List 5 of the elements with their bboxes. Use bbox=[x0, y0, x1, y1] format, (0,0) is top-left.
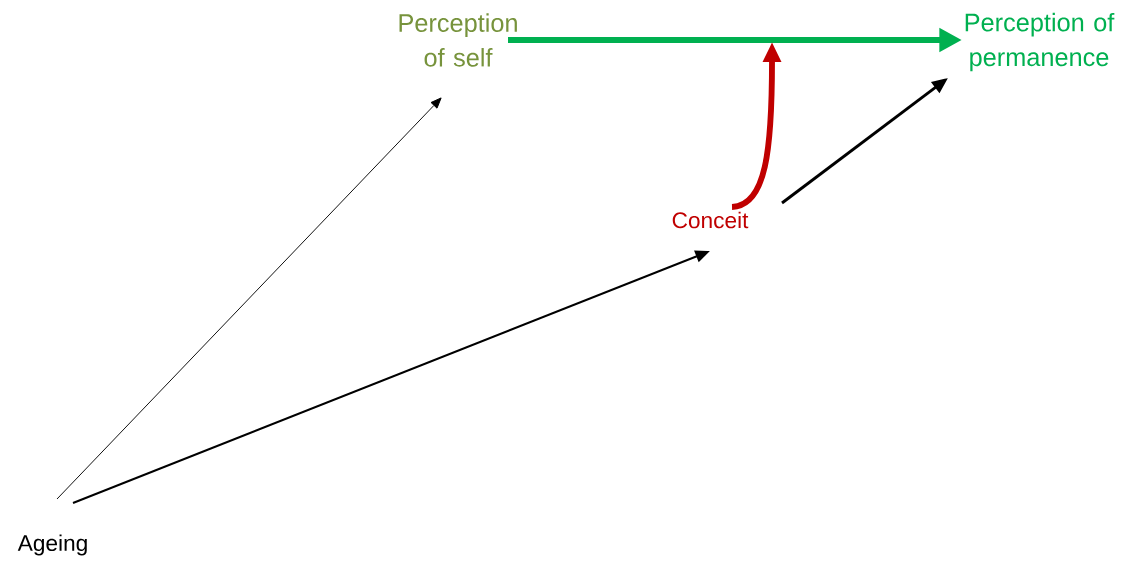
text-label: Ageing bbox=[17, 534, 87, 556]
text-label: Conceit bbox=[672, 211, 749, 229]
arrow bbox=[56, 97, 442, 500]
text-label: Perception of permanence bbox=[965, 12, 1115, 72]
text-label: Perception of self bbox=[399, 13, 517, 67]
